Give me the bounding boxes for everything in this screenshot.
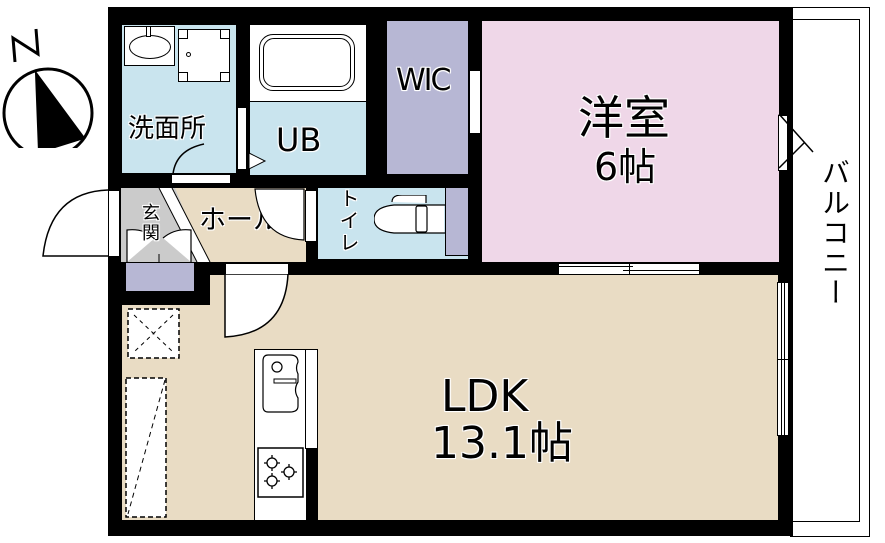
room-wic [387, 21, 468, 174]
washroom-door[interactable] [171, 174, 231, 184]
balcony-door[interactable] [778, 115, 788, 171]
shoe-cabinet [125, 262, 195, 292]
door-swing-icon [778, 113, 814, 169]
room-ldk-entry [210, 275, 220, 305]
room-western [482, 21, 779, 262]
kitchen-sink-icon [262, 354, 299, 413]
ldk-window[interactable] [777, 282, 789, 436]
wic-label: WIC [396, 63, 451, 98]
door-arrow-icon [248, 152, 267, 170]
sliding-door-western-ldk[interactable] [558, 263, 700, 275]
washing-machine-pan [178, 29, 230, 82]
door-swing-icon [254, 188, 305, 241]
toilet-label: トイレ [336, 188, 360, 254]
toilet-door[interactable] [305, 190, 317, 242]
unit-bath-label: UB [276, 121, 322, 159]
balcony-label: バルコニー [818, 158, 851, 308]
closet-door-icon [126, 229, 192, 262]
storage-space [125, 377, 167, 518]
kitchen-partition-wall [306, 449, 318, 521]
washbasin [124, 26, 175, 66]
entrance-label: 玄関 [142, 203, 160, 244]
balcony-inner-rail [792, 19, 860, 522]
bathtub [250, 25, 366, 102]
refrigerator-space [127, 308, 180, 359]
ub-door[interactable] [237, 107, 247, 170]
toilet-fixture [374, 195, 445, 234]
kitchen-partition [305, 349, 318, 449]
toilet-storage [445, 188, 468, 256]
wic-door[interactable] [469, 70, 481, 134]
western-room-label: 洋室 [578, 91, 670, 145]
door-swing-icon [42, 189, 109, 257]
north-arrow-icon [2, 28, 94, 148]
entrance-door[interactable] [108, 190, 120, 257]
ldk-size: 13.1帖 [431, 418, 573, 469]
door-swing-icon [172, 143, 205, 175]
stove-icon [257, 447, 304, 498]
ldk-label: LDK [441, 371, 529, 422]
door-swing-icon [224, 274, 289, 338]
western-room-size: 6帖 [594, 145, 657, 189]
washroom-label: 洗面所 [128, 114, 207, 144]
